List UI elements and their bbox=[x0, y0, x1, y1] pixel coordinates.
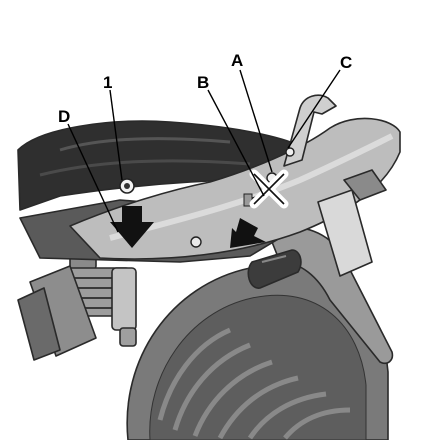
mounting-hole-c bbox=[285, 147, 295, 157]
callout-1: 1 bbox=[103, 73, 112, 92]
callout-c: C bbox=[340, 53, 352, 72]
turn-signal bbox=[247, 249, 302, 289]
callout-a: A bbox=[231, 51, 243, 70]
diagonal-arrow-icon bbox=[230, 218, 266, 248]
grab-rail bbox=[283, 94, 337, 167]
callout-d: D bbox=[58, 107, 70, 126]
remove-cross-icon bbox=[249, 169, 289, 209]
callout-b: B bbox=[197, 73, 209, 92]
tail-light bbox=[343, 169, 387, 201]
mounting-hole-2 bbox=[190, 236, 202, 248]
frame-bracket bbox=[17, 287, 61, 361]
number-plate-bracket bbox=[317, 189, 373, 277]
callout-leaders bbox=[67, 69, 341, 233]
down-arrow-icon bbox=[110, 206, 154, 248]
